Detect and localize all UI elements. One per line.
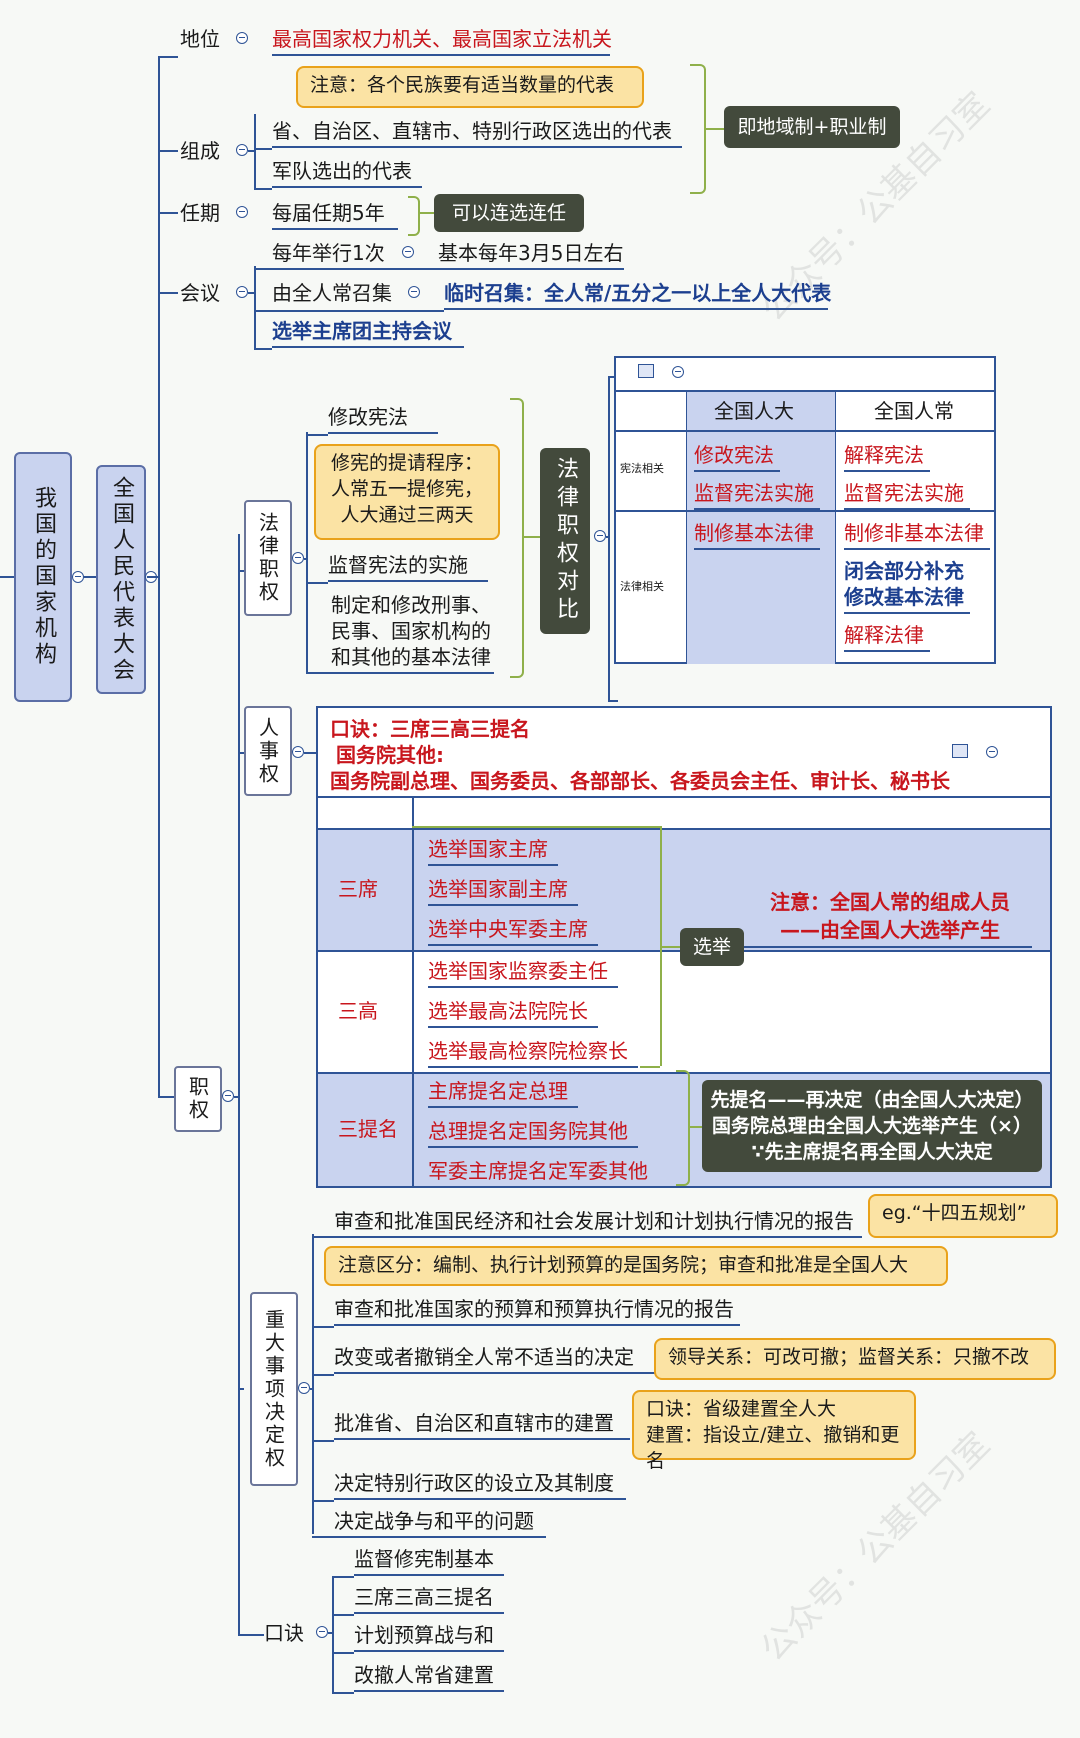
- collapse-icon[interactable]: [672, 366, 684, 378]
- eg-note: eg.“十四五规划”: [868, 1194, 1058, 1238]
- personnel-other-title: 国务院其他:: [336, 743, 444, 767]
- table-col-npc: 全国人大: [714, 399, 794, 423]
- table-cell: 监督宪法实施: [844, 480, 970, 510]
- nominate-brace: [676, 1070, 690, 1186]
- personnel-item: 军委主席提名定军委其他: [428, 1158, 658, 1188]
- collapse-icon[interactable]: [408, 286, 420, 298]
- collapse-icon[interactable]: [298, 1382, 310, 1394]
- collapse-icon[interactable]: [986, 746, 998, 758]
- mnemonic-label: 口诀: [264, 1621, 304, 1645]
- term-label: 任期: [180, 201, 220, 225]
- table-row-label: 法律相关: [620, 580, 664, 593]
- legislative-amend: 修改宪法: [328, 404, 438, 434]
- personnel-item: 选举国家副主席: [428, 876, 578, 906]
- mnemonic-item: 三席三高三提名: [354, 1584, 504, 1614]
- table-cell: 闭会部分补充: [844, 559, 964, 583]
- meeting-annual: 每年举行1次: [272, 241, 385, 265]
- legislative-make-law: 制定和修改刑事、 民事、国家机构的 和其他的基本法律: [328, 592, 494, 674]
- term-value: 每届任期5年: [272, 200, 398, 230]
- meeting-annual-detail: 基本每年3月5日左右: [438, 240, 624, 270]
- collapse-icon[interactable]: [292, 552, 304, 564]
- meeting-presidium: 选举主席团主持会议: [272, 318, 464, 348]
- meeting-convene: 由全人常召集: [272, 281, 392, 305]
- amend-note: 修宪的提请程序： 人常五一提修宪， 人大通过三两天: [314, 444, 500, 540]
- table-cell: 制修非基本法律: [844, 520, 990, 550]
- major-item: 审查和批准国民经济和社会发展计划和计划执行情况的报告: [334, 1208, 862, 1238]
- collapse-icon[interactable]: [222, 1090, 234, 1102]
- personnel-item: 选举中央军委主席: [428, 916, 598, 946]
- legislative-supervise: 监督宪法的实施: [328, 552, 488, 582]
- term-note: 可以连选连任: [434, 194, 584, 232]
- personnel-row-label: 三席: [338, 877, 378, 901]
- compare-table: 全国人大 全国人常 宪法相关 法律相关 修改宪法 监督宪法实施 制修基本法律 解…: [614, 356, 996, 664]
- powers-node[interactable]: 职权: [174, 1066, 222, 1132]
- major-item: 改变或者撤销全人常不适当的决定: [334, 1344, 656, 1374]
- collapse-icon[interactable]: [236, 32, 248, 44]
- root-node[interactable]: 我国的国家机构: [14, 452, 72, 702]
- major-node[interactable]: 重大事项决定权: [250, 1292, 298, 1486]
- collapse-icon[interactable]: [402, 246, 414, 258]
- collapse-icon[interactable]: [72, 571, 84, 583]
- legislative-node[interactable]: 法律职权: [244, 500, 292, 616]
- elect-note: 注意：全国人常的组成人员 ——由全国人大选举产生: [770, 890, 1010, 942]
- composition-summary: 即地域制+职业制: [724, 106, 900, 148]
- table-row-label: 宪法相关: [620, 462, 664, 475]
- revoke-note: 领导关系：可改可撤；监督关系：只撤不改: [654, 1338, 1056, 1380]
- mnemonic-item: 改撤人常省建置: [354, 1662, 504, 1692]
- collapse-icon[interactable]: [236, 144, 248, 156]
- personnel-item: 选举国家主席: [428, 836, 558, 866]
- elect-label: 选举: [680, 928, 744, 966]
- province-note: 口诀：省级建置全人大 建置：指设立/建立、撤销和更名: [632, 1390, 916, 1472]
- personnel-other-list: 国务院副总理、国务委员、各部部长、各委员会主任、审计长、秘书长: [330, 769, 950, 793]
- table-cell: 修改基本法律: [844, 584, 970, 614]
- table-cell: 监督宪法实施: [694, 480, 820, 510]
- personnel-item: 选举最高法院院长: [428, 998, 598, 1028]
- personnel-item: 选举国家监察委主任: [428, 958, 618, 988]
- mnemonic-item: 计划预算战与和: [354, 1622, 504, 1652]
- table-cell: 修改宪法: [694, 442, 780, 472]
- table-toolbar-icon[interactable]: [952, 744, 968, 758]
- budget-note: 注意区分：编制、执行计划预算的是国务院；审查和批准是全国人大: [324, 1246, 948, 1286]
- nominate-note: 先提名——再决定（由全国人大决定） 国务院总理由全国人大选举产生（×） ∵先主席…: [702, 1080, 1042, 1172]
- personnel-row-label: 三高: [338, 999, 378, 1023]
- collapse-icon[interactable]: [594, 530, 606, 542]
- major-item: 决定特别行政区的设立及其制度: [334, 1470, 626, 1500]
- major-item: 审查和批准国家的预算和预算执行情况的报告: [334, 1296, 740, 1326]
- legislative-brace: [510, 398, 524, 678]
- personnel-mnemonic: 口诀：三席三高三提名: [330, 717, 530, 741]
- table-cell: 解释宪法: [844, 442, 930, 472]
- status-label: 地位: [180, 27, 220, 51]
- table-toolbar-icon[interactable]: [638, 364, 654, 378]
- table-cell: 制修基本法律: [694, 520, 820, 550]
- collapse-icon[interactable]: [292, 746, 304, 758]
- major-item: 批准省、自治区和直辖市的建置: [334, 1410, 630, 1440]
- personnel-item: 主席提名定总理: [428, 1078, 578, 1108]
- table-cell: 解释法律: [844, 622, 930, 652]
- npc-node[interactable]: 全国人民代表大会: [96, 465, 146, 694]
- meeting-temp: 临时召集：全人常/五分之一以上全人大代表: [444, 280, 831, 310]
- collapse-icon[interactable]: [236, 206, 248, 218]
- collapse-icon[interactable]: [316, 1626, 328, 1638]
- table-col-npcsc: 全国人常: [874, 399, 954, 423]
- composition-label: 组成: [180, 139, 220, 163]
- meeting-label: 会议: [180, 281, 220, 305]
- personnel-item: 选举最高检察院检察长: [428, 1038, 638, 1068]
- major-item: 决定战争与和平的问题: [334, 1508, 546, 1538]
- compare-label: 法律职权对比: [540, 448, 590, 634]
- collapse-icon[interactable]: [236, 286, 248, 298]
- composition-item: 省、自治区、直辖市、特别行政区选出的代表: [272, 118, 682, 148]
- status-value: 最高国家权力机关、最高国家立法机关: [272, 26, 612, 56]
- term-brace: [408, 196, 420, 236]
- mnemonic-item: 监督修宪制基本: [354, 1546, 504, 1576]
- personnel-item: 总理提名定国务院其他: [428, 1118, 638, 1148]
- composition-item: 军队选出的代表: [272, 158, 422, 188]
- personnel-node[interactable]: 人事权: [244, 706, 292, 796]
- composition-note: 注意：各个民族要有适当数量的代表: [296, 66, 644, 108]
- personnel-row-label: 三提名: [338, 1117, 398, 1141]
